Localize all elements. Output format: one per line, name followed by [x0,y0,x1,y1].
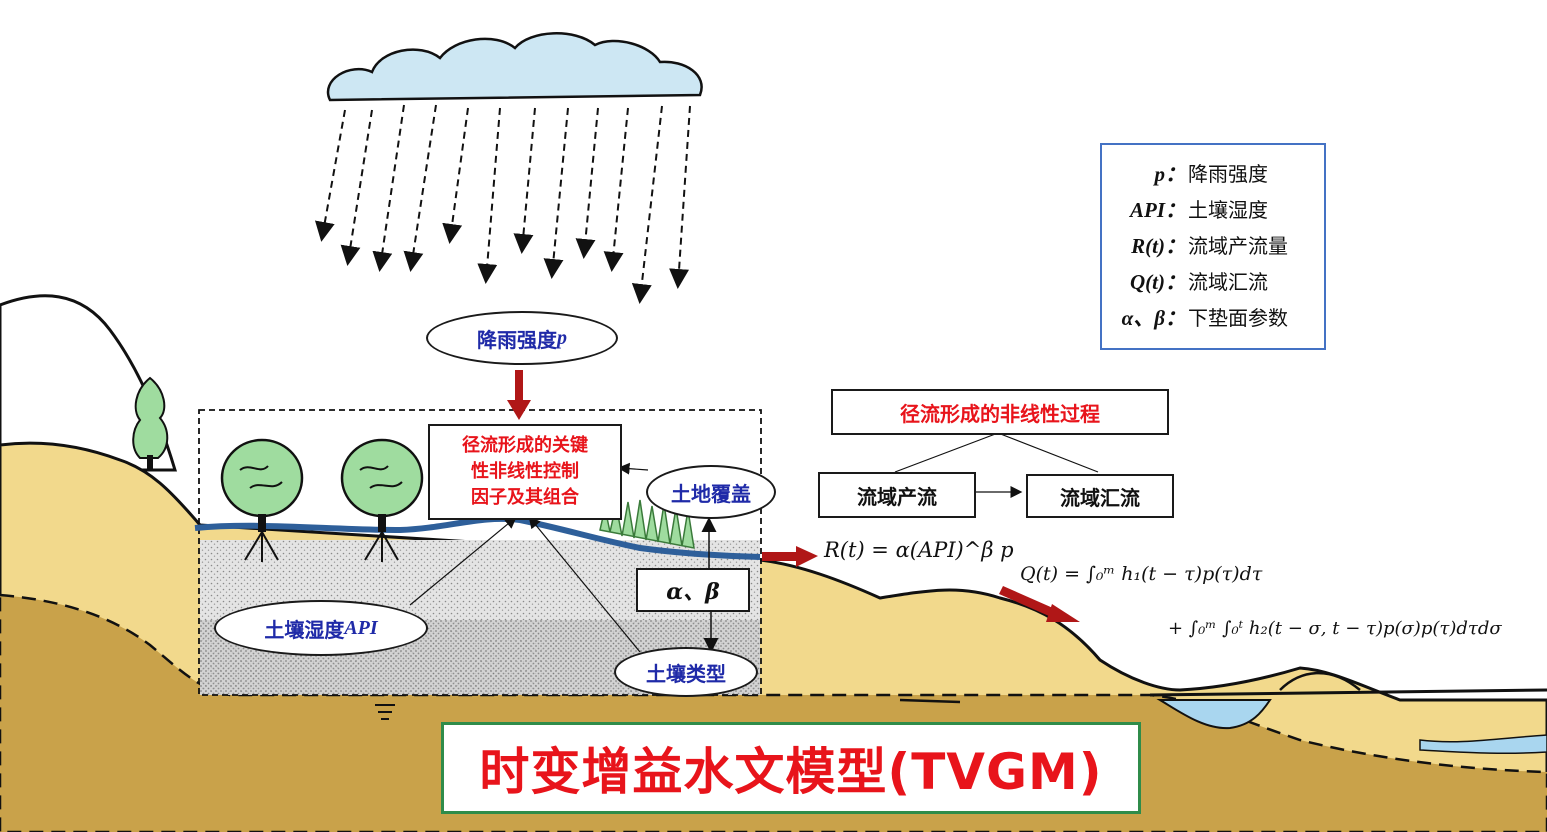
soil-moisture-symbol: API [344,616,378,639]
legend-symbol: R(t)： [1131,234,1186,258]
rain-arrows-icon [314,104,691,304]
tree-icon [340,438,424,562]
cloud-icon [326,32,703,102]
tree-icon [132,376,169,469]
legend-row: α、β：下垫面参数 [1102,303,1324,333]
params-box: α、β [636,568,750,612]
params-text: α、β [666,579,720,605]
legend-text: 土壤湿度 [1188,198,1268,222]
soil-type-text: 土壤类型 [646,661,726,686]
red-arrow-icon [507,370,531,420]
legend-row: API：土壤湿度 [1102,195,1324,225]
legend-symbol: p： [1154,162,1187,186]
river [1156,699,1272,730]
runoff-generation-text: 流域产流 [857,484,937,509]
land-cover-label: 土地覆盖 [646,465,776,519]
legend-box: p：降雨强度 API：土壤湿度 R(t)：流域产流量 Q(t)：流域汇流 α、β… [1100,143,1326,350]
legend-row: R(t)：流域产流量 [1102,231,1324,261]
routing-formula-line2-text: + ∫₀ᵐ ∫₀ᵗ h₂(t − σ, t − τ)p(σ)p(τ)dτdσ [1168,618,1502,639]
legend-symbol: α、β： [1121,306,1186,330]
flow-routing-text: 流域汇流 [1060,485,1140,510]
key-factors-line: 径流形成的关键 [462,435,588,456]
legend-symbol: API： [1129,198,1186,222]
tree-icon [220,438,304,562]
process-title-box: 径流形成的非线性过程 [831,389,1169,435]
brown-layer [0,593,1547,832]
legend-row: Q(t)：流域汇流 [1102,267,1324,297]
study-area-box [198,409,762,696]
runoff-formula-text: R(t) = α(API)^β p [824,538,1014,562]
rain-intensity-symbol: p [557,326,567,349]
legend-text: 流域产流量 [1188,234,1288,258]
routing-formula-line1-text: Q(t) = ∫₀ᵐ h₁(t − τ)p(τ)dτ [1020,563,1263,585]
legend-text: 下垫面参数 [1188,306,1288,330]
routing-formula-line1: Q(t) = ∫₀ᵐ h₁(t − τ)p(τ)dτ [1020,563,1262,585]
legend-symbol: Q(t)： [1130,270,1186,294]
key-factors-box: 径流形成的关键 性非线性控制 因子及其组合 [428,424,622,520]
runoff-generation-box: 流域产流 [818,472,976,518]
legend-text: 流域汇流 [1188,270,1268,294]
runoff-formula: R(t) = α(API)^β p [824,538,1014,562]
flow-routing-box: 流域汇流 [1026,474,1174,518]
red-arrow-icon [762,546,818,567]
red-arrow-icon [999,586,1080,622]
soil-moisture-text: 土壤湿度 [264,617,345,642]
soil-type-label: 土壤类型 [614,647,758,697]
main-title-box: 时变增益水文模型(TVGM) [441,722,1141,814]
land-cover-text: 土地覆盖 [671,481,751,506]
routing-formula-line2: + ∫₀ᵐ ∫₀ᵗ h₂(t − σ, t − τ)p(σ)p(τ)dτdσ [1168,618,1502,639]
main-title: 时变增益水文模型(TVGM) [479,743,1103,801]
rain-intensity-text: 降雨强度 [477,327,557,352]
legend-row: p：降雨强度 [1102,159,1324,189]
key-factors-line: 因子及其组合 [471,487,579,508]
key-factors-line: 性非线性控制 [471,461,579,482]
process-title-text: 径流形成的非线性过程 [900,401,1100,426]
legend-text: 降雨强度 [1188,162,1268,186]
